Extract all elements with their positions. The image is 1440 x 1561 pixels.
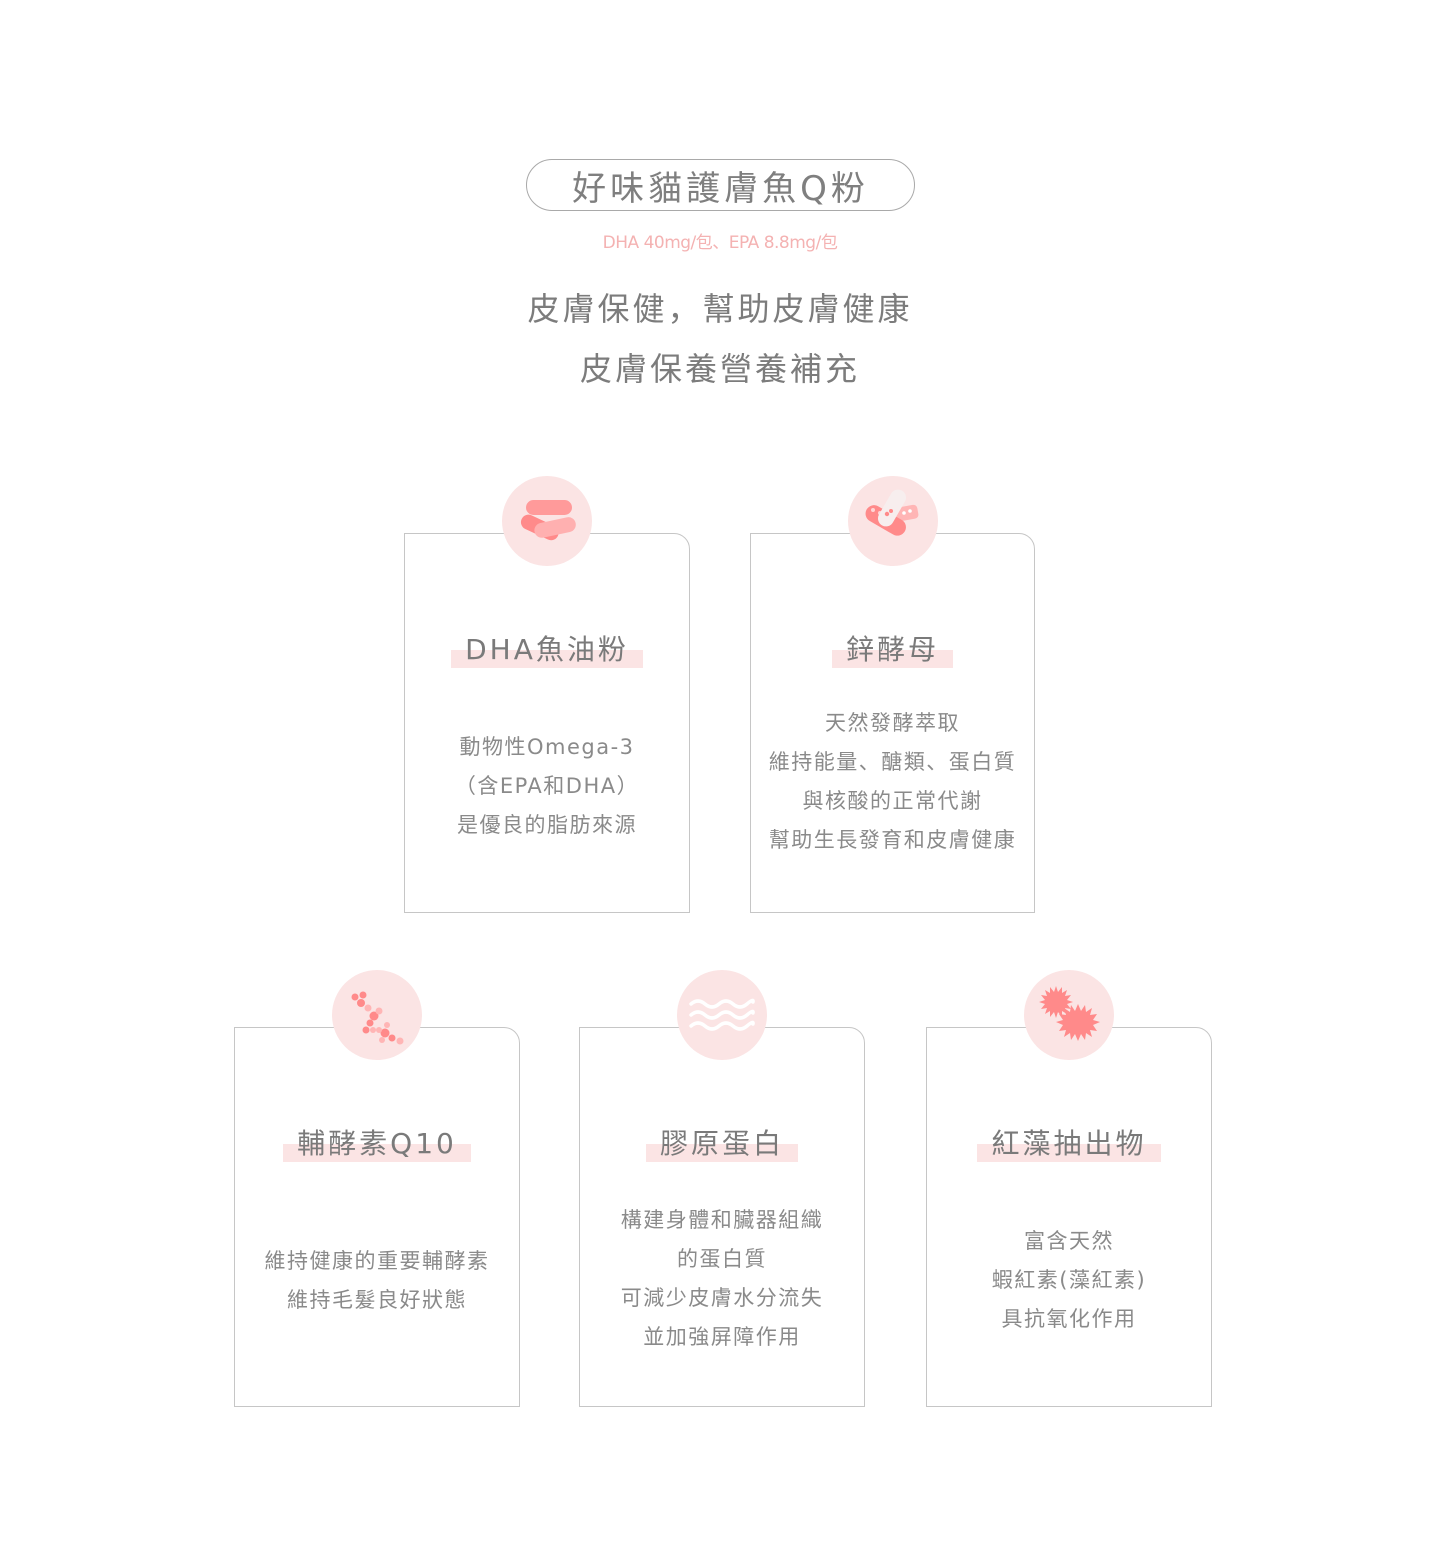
card-description: 富含天然 蝦紅素(藻紅素) 具抗氧化作用 [991,1229,1147,1331]
card-title: 鋅酵母 [831,628,954,668]
algae-cells-icon [1024,970,1114,1060]
card-description: 維持健康的重要輔酵素 維持毛髮良好狀態 [264,1249,490,1312]
ingredient-card-dha: DHA魚油粉 動物性Omega-3 （含EPA和DHA） 是優良的脂肪來源 [404,476,690,913]
card-description: 動物性Omega-3 （含EPA和DHA） 是優良的脂肪來源 [454,735,640,837]
ingredient-card-red-algae: 紅藻抽出物 富含天然 蝦紅素(藻紅素) 具抗氧化作用 [926,970,1212,1407]
card-description: 天然發酵萃取 維持能量、醣類、蛋白質 與核酸的正常代謝 幫助生長發育和皮膚健康 [768,711,1017,852]
wave-lines-icon [677,970,767,1060]
headline-primary-wrap: 皮膚保健，幫助皮膚健康 [0,284,1440,330]
card-title: 紅藻抽出物 [977,1122,1161,1162]
medicine-capsules-icon [847,476,938,566]
headline-secondary: 皮膚保養營養補充 [579,350,860,388]
card-title: 輔酵素Q10 [283,1122,471,1162]
headline-secondary-wrap: 皮膚保養營養補充 [0,344,1440,390]
dosage-text: DHA 40mg/包、EPA 8.8mg/包 [602,233,838,253]
product-name: 好味貓護膚魚Q粉 [572,168,869,209]
headline-primary: 皮膚保健，幫助皮膚健康 [513,284,927,330]
capsule-pills-icon [502,476,592,566]
card-title: DHA魚油粉 [451,628,643,668]
product-name-pill: 好味貓護膚魚Q粉 [526,159,915,211]
ingredient-card-zinc-yeast: 鋅酵母 天然發酵萃取 維持能量、醣類、蛋白質 與核酸的正常代謝 幫助生長發育和皮… [750,476,1035,913]
card-description: 構建身體和臟器組織 的蛋白質 可減少皮膚水分流失 並加強屏障作用 [620,1208,824,1349]
molecule-chain-icon [332,970,422,1060]
card-title: 膠原蛋白 [645,1122,799,1162]
ingredient-card-coq10: 輔酵素Q10 維持健康的重要輔酵素 維持毛髮良好狀態 [234,970,520,1407]
ingredient-card-collagen: 膠原蛋白 構建身體和臟器組織 的蛋白質 可減少皮膚水分流失 並加強屏障作用 [579,970,865,1407]
